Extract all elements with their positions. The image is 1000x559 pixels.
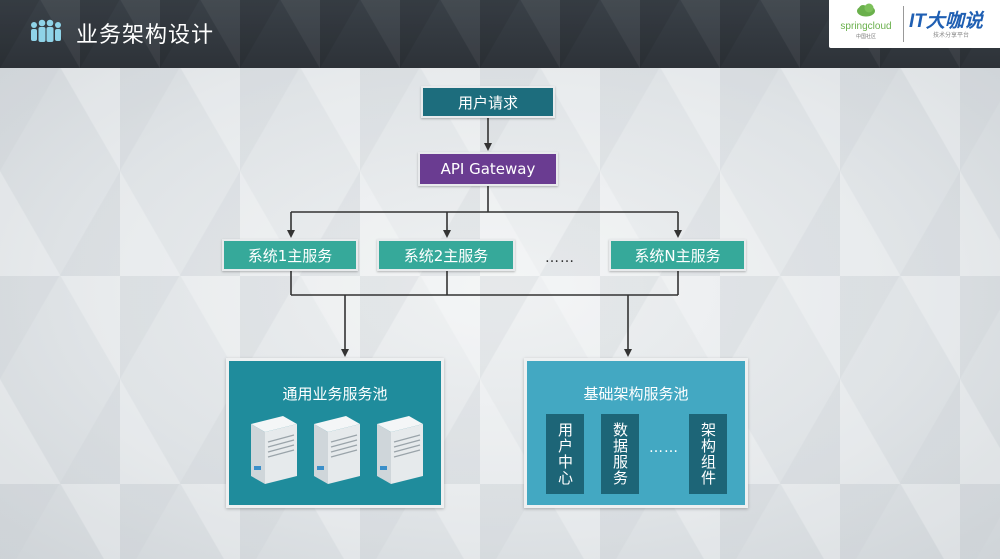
user-center-component: 用户中心 <box>546 414 584 494</box>
itdakashuo-subtext: 技术分享平台 <box>933 32 970 39</box>
general-pool-title: 通用业务服务池 <box>282 385 388 403</box>
architecture-component: 架构组件 <box>689 414 727 494</box>
springcloud-logo: springcloud 中国社区 <box>833 2 899 46</box>
services-ellipsis: …… <box>545 250 575 266</box>
user-request-node: 用户请求 <box>421 86 555 118</box>
api-gateway-node: API Gateway <box>418 152 558 186</box>
people-group-icon <box>31 19 61 42</box>
logo-panel: springcloud 中国社区 IT大咖说 技术分享平台 <box>829 0 1000 48</box>
system-1-service-node: 系统1主服务 <box>222 239 358 271</box>
logo-divider <box>903 6 904 42</box>
springcloud-text: springcloud <box>840 21 892 32</box>
itdakashuo-logo: IT大咖说 <box>909 11 983 32</box>
data-service-component: 数据服务 <box>601 414 639 494</box>
system-2-service-node: 系统2主服务 <box>377 239 515 271</box>
server-icon <box>314 416 360 484</box>
server-icon <box>251 416 297 484</box>
slide-header: 业务架构设计 springcloud 中国社区 IT大咖说 技术分享平台 <box>0 0 1000 68</box>
cloud-leaf-icon <box>857 3 875 17</box>
slide-title: 业务架构设计 <box>76 23 215 48</box>
server-icon <box>377 416 423 484</box>
components-ellipsis: …… <box>649 440 679 456</box>
infra-pool-title: 基础架构服务池 <box>583 385 689 403</box>
slide-background <box>0 68 1000 559</box>
springcloud-subtext: 中国社区 <box>855 34 876 40</box>
system-n-service-node: 系统N主服务 <box>609 239 746 271</box>
